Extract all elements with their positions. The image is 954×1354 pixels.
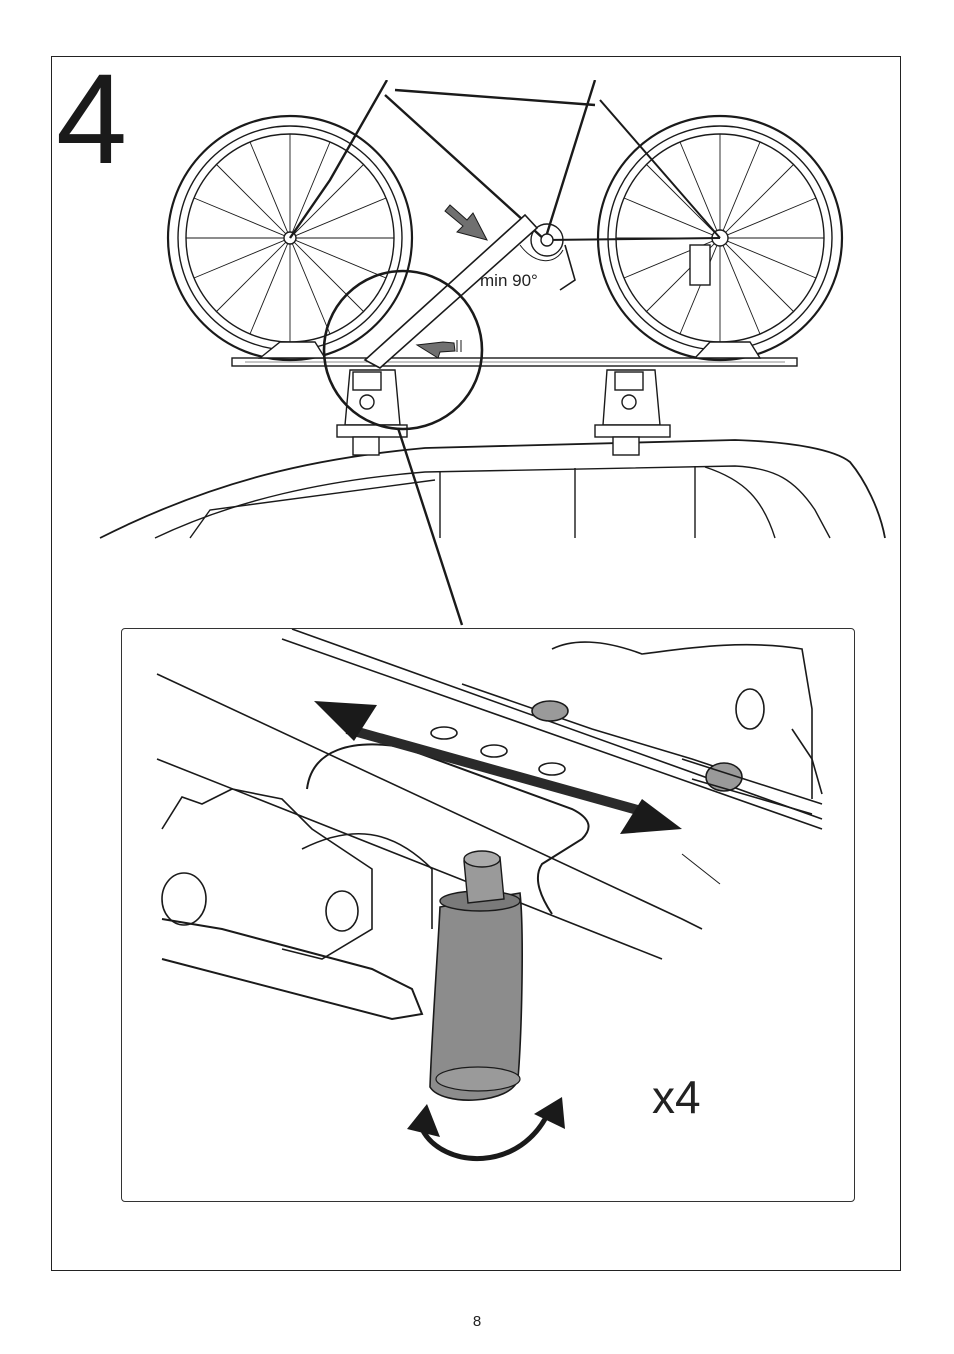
push-arrow-lower [417,340,461,358]
angle-label: min 90° [480,271,538,291]
quantity-label: x4 [652,1070,701,1124]
push-arrow-upper [445,205,487,240]
detail-panel [121,628,855,1202]
slide-arrow-icon [314,701,682,834]
bike-on-roof-illustration [95,80,895,550]
car-roof-icon [100,440,885,538]
bicycle-icon [168,80,842,368]
page-number: 8 [0,1313,954,1330]
clamp-detail-illustration [122,629,855,1202]
rotate-arrow-icon [407,1097,565,1159]
t-bolt-handle-icon [430,851,522,1100]
